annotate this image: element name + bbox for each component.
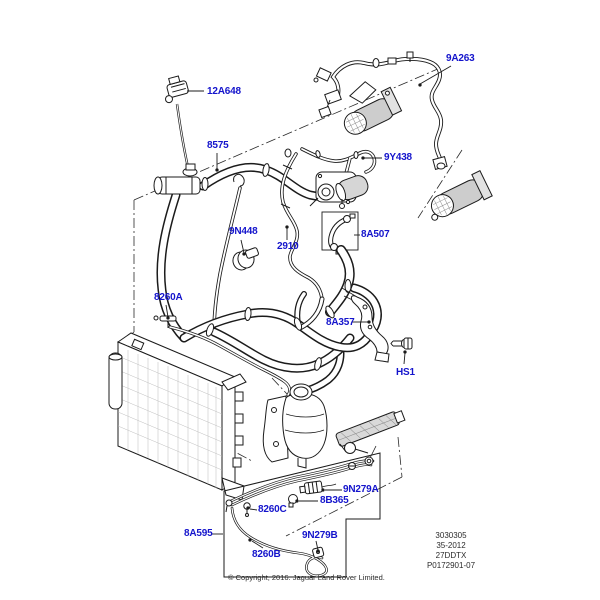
radiator [108,332,247,501]
part-label-9Y438[interactable]: 9Y438 [384,152,412,163]
assembly-box-8A595 [223,452,381,578]
part-label-8B365[interactable]: 8B365 [320,495,349,506]
upper-hose-8575 [153,163,342,338]
copyright-text: © Copyright, 2016. Jaguar Land Rover Lim… [228,573,385,582]
tube-9A263 [313,51,448,170]
bolt-HS1 [390,337,413,350]
plate-info-line: 3030305 [435,531,467,540]
heat-shield-rail [335,410,406,459]
plate-info-block: 3030305 35-2012 27DDTX P0172901-07 [408,531,494,571]
part-label-8A595[interactable]: 8A595 [184,528,213,539]
center-thin-tube [212,173,245,334]
sensor-12A648 [164,75,191,174]
part-label-8260A[interactable]: 8260A [154,292,183,303]
part-label-8260B[interactable]: 8260B [252,549,281,560]
part-label-HS1[interactable]: HS1 [396,367,415,378]
part-label-8575[interactable]: 8575 [207,140,229,151]
part-label-9N448[interactable]: 9N448 [229,226,258,237]
thermostat-housing [309,171,369,207]
part-label-9N279B[interactable]: 9N279B [302,530,338,541]
tube-assembly-8A595 [225,456,375,578]
plate-info-line: 27DDTX [435,551,467,560]
part-label-2910[interactable]: 2910 [277,241,299,252]
expansion-tank [262,383,328,469]
plate-info-line: 35-2012 [436,541,466,550]
bracket-8A357 [341,287,390,363]
plate-info-line: P0172901-07 [426,561,476,570]
part-label-12A648[interactable]: 12A648 [207,86,241,97]
leader-lines [165,65,452,553]
part-label-8260C[interactable]: 8260C [258,504,287,515]
egr-cooler-top [343,81,403,135]
hose-2910 [280,152,324,301]
clamp-9N448 [232,247,259,271]
part-label-8A357[interactable]: 8A357 [326,317,355,328]
part-label-9N279A[interactable]: 9N279A [343,484,379,495]
part-label-8A507[interactable]: 8A507 [361,229,390,240]
lower-hose-cluster [184,250,377,392]
part-label-9A263[interactable]: 9A263 [446,53,475,64]
egr-cooler-right [430,170,493,221]
